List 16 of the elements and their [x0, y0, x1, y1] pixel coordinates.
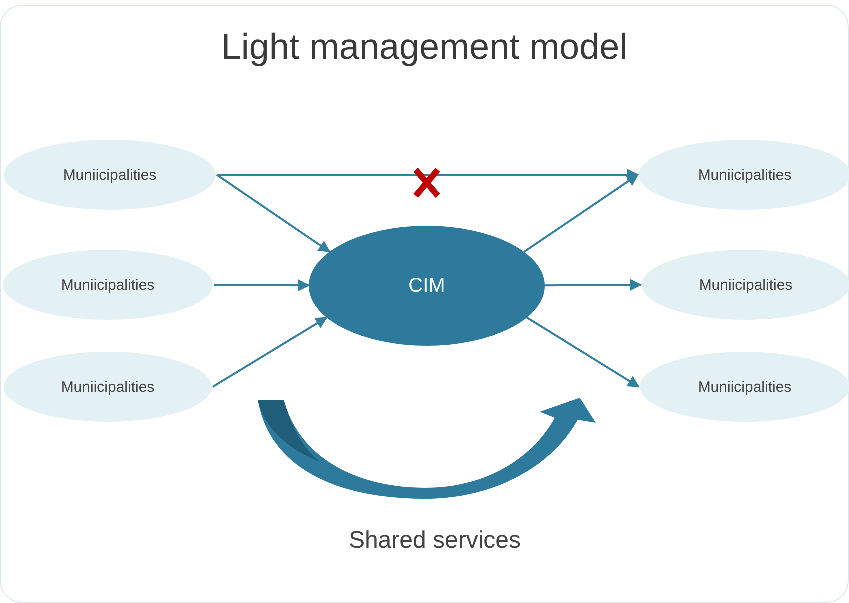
node-label: Muniicipalities [61, 378, 155, 396]
title: Light management model [220, 26, 629, 68]
arrow [216, 174, 331, 253]
node-label: Muniicipalities [698, 166, 792, 184]
caption-label: Shared services [348, 527, 522, 555]
arrow [526, 316, 640, 388]
node-label: Muniicipalities [61, 276, 155, 294]
node-label: Muniicipalities [698, 378, 792, 396]
node-label: Muniicipalities [63, 166, 157, 184]
arrow [214, 280, 310, 292]
arrow [212, 316, 328, 388]
node-label: CIM [408, 274, 446, 298]
arrow [217, 169, 640, 181]
node-label: Muniicipalities [699, 276, 793, 294]
arrow [545, 279, 642, 292]
arrow [524, 174, 639, 253]
